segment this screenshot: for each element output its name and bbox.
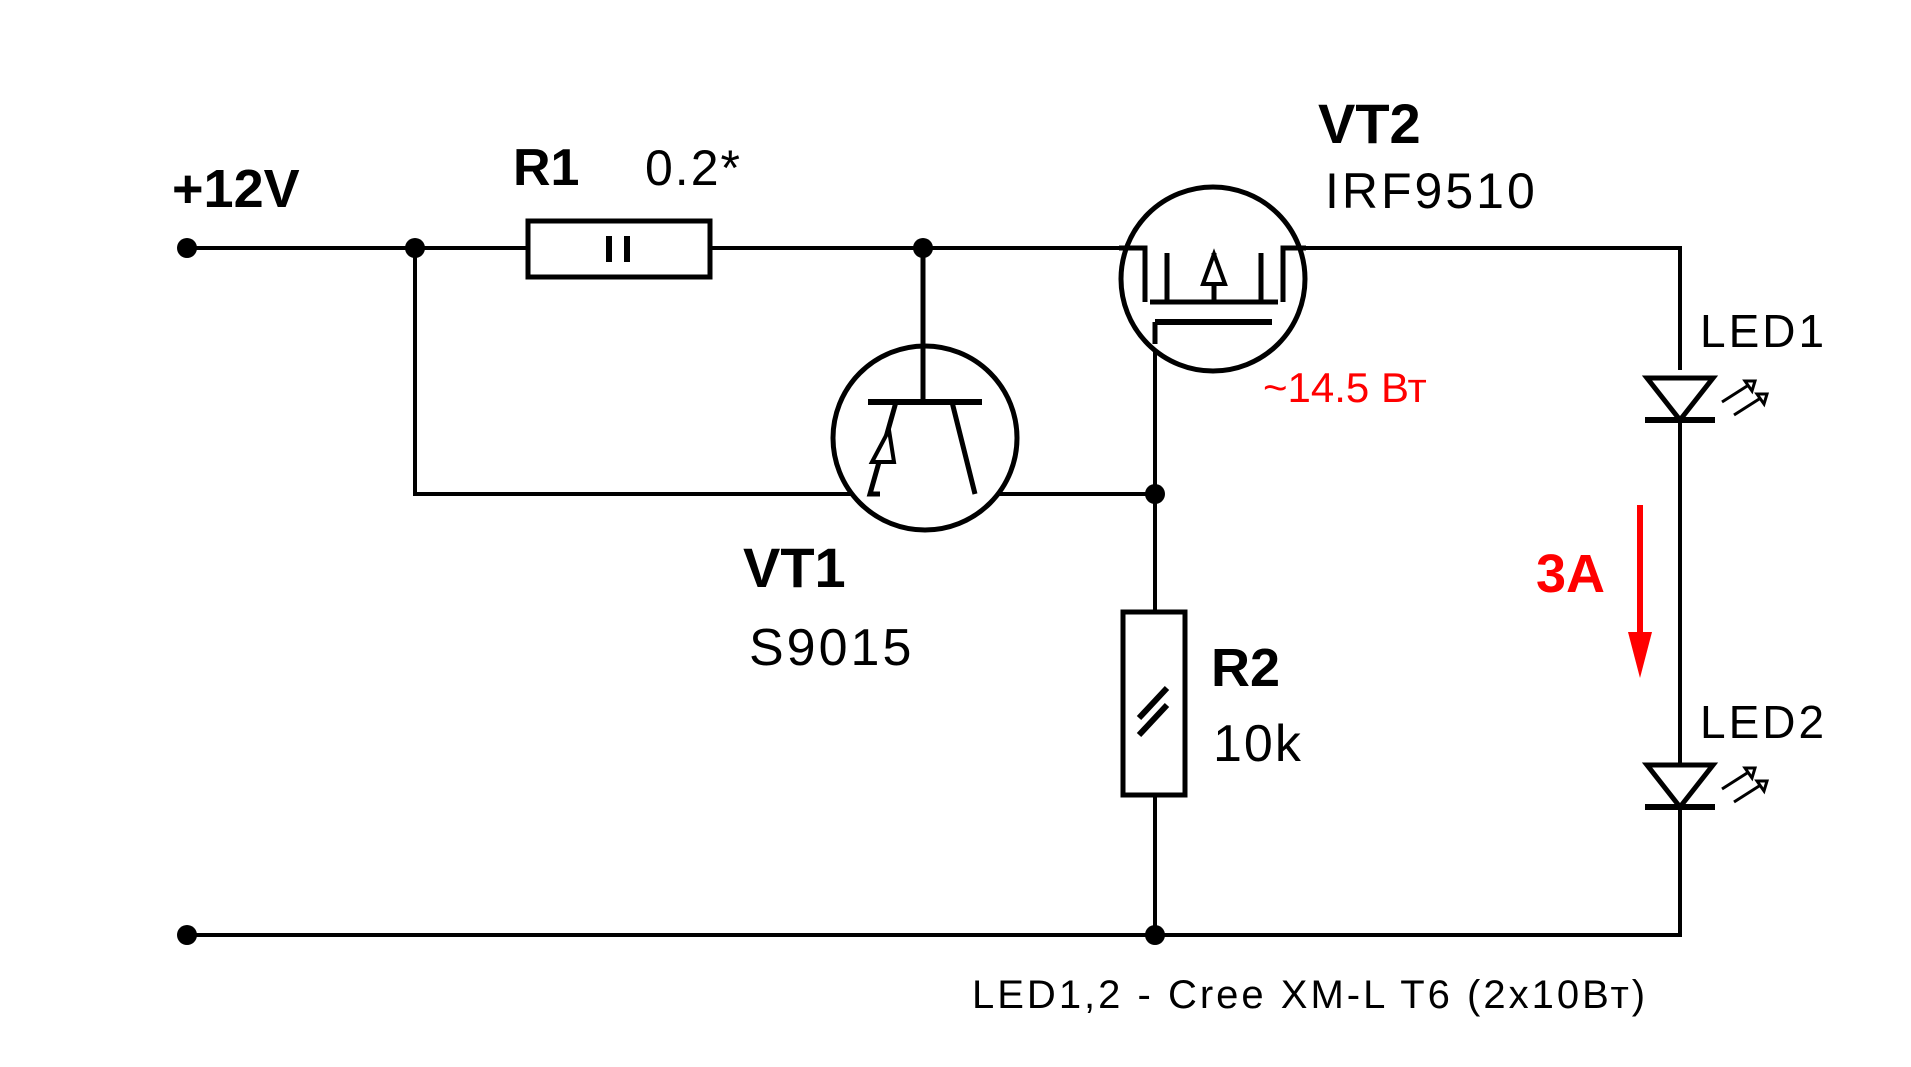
- vt2-power: ~14.5 Вт: [1263, 364, 1427, 411]
- vt1-arrow-icon: [868, 423, 897, 464]
- junction-gate: [1145, 484, 1165, 504]
- wire-bypass-down: [413, 246, 882, 496]
- vt2-part: IRF9510: [1325, 163, 1538, 219]
- led-note: LED1,2 - Cree XM-L T6 (2x10Вт): [972, 973, 1648, 1017]
- vt1-part: S9015: [749, 619, 914, 677]
- transistor-vt2: [1118, 184, 1308, 374]
- r1-name: R1: [513, 139, 579, 197]
- wire-top-right: [1304, 246, 1682, 370]
- vt1-name: VT1: [743, 536, 846, 599]
- terminal-minus: [177, 925, 197, 945]
- r1-value: 0.2*: [645, 140, 742, 196]
- led2-light-icon: [1721, 766, 1770, 804]
- vt2-name: VT2: [1318, 92, 1421, 155]
- junctions: [177, 238, 1165, 945]
- led2-label: LED2: [1700, 696, 1827, 748]
- resistor-r2: [1120, 609, 1188, 798]
- transistor-vt1: [830, 248, 1020, 533]
- r2-value: 10k: [1213, 715, 1303, 773]
- led1-label: LED1: [1700, 305, 1827, 357]
- current-arrow-icon: [1628, 505, 1652, 678]
- supply-label: +12V: [172, 159, 300, 219]
- vt2-arrow-icon: [1200, 248, 1228, 286]
- led1-symbol: [1641, 375, 1770, 425]
- led2-symbol: [1641, 762, 1770, 812]
- terminal-plus: [177, 238, 197, 258]
- r2-name: R2: [1211, 638, 1280, 698]
- wire-bottom: [185, 805, 1682, 937]
- resistor-r1: [525, 218, 713, 280]
- led1-light-icon: [1721, 379, 1770, 417]
- junction-left: [405, 238, 425, 258]
- current-label: 3A: [1536, 544, 1605, 604]
- junction-bottom: [1145, 925, 1165, 945]
